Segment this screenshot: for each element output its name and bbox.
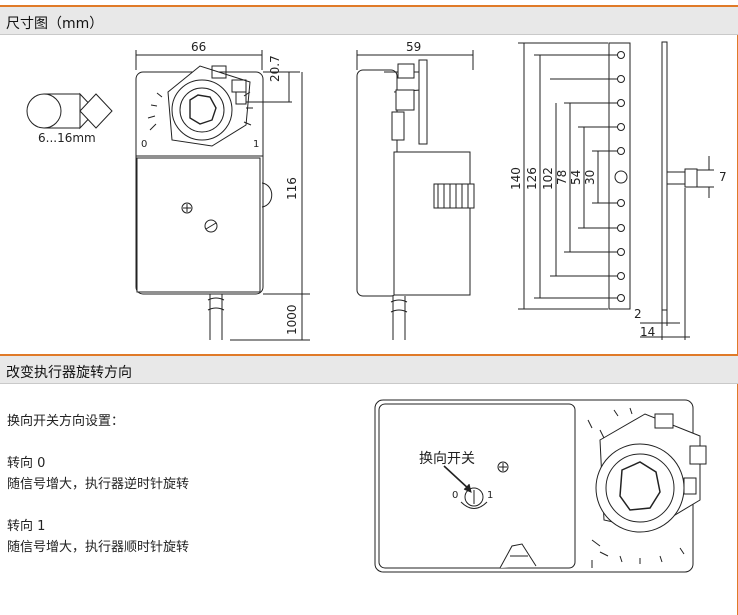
bracket-depth-label: 14 bbox=[640, 325, 656, 339]
rotation-section-header: 改变执行器旋转方向 bbox=[0, 354, 738, 384]
bracket-offset-label: 7 bbox=[719, 170, 727, 184]
switch-position-0: 0 bbox=[452, 490, 459, 501]
rotation-title: 改变执行器旋转方向 bbox=[6, 365, 132, 381]
front-scale-zero: 0 bbox=[141, 139, 148, 150]
instructions-heading: 换向开关方向设置： bbox=[7, 414, 125, 429]
side-view-drawing bbox=[356, 50, 475, 340]
dimensions-section-header: 尺寸图（mm） bbox=[0, 5, 738, 35]
switch-label: 换向开关 bbox=[419, 451, 475, 467]
front-scale-one: 1 bbox=[253, 139, 260, 150]
direction-0-title: 转向 0 bbox=[7, 456, 46, 471]
dimension-drawings bbox=[26, 41, 714, 341]
bracket-view-drawing bbox=[518, 41, 714, 340]
shaft-range-label: 6...16mm bbox=[38, 131, 96, 145]
direction-1-description: 随信号增大，执行器顺时针旋转 bbox=[7, 540, 190, 555]
front-view-drawing bbox=[135, 50, 310, 341]
bracket-thickness-label: 2 bbox=[634, 307, 642, 321]
switch-position-1: 1 bbox=[487, 490, 494, 501]
front-width-label: 66 bbox=[191, 40, 207, 54]
direction-1-title: 转向 1 bbox=[7, 519, 46, 534]
dimensions-title: 尺寸图（mm） bbox=[6, 16, 104, 32]
shaft-shape-icon bbox=[26, 92, 113, 130]
direction-0-description: 随信号增大，执行器逆时针旋转 bbox=[7, 477, 190, 492]
side-width-label: 59 bbox=[406, 40, 422, 54]
